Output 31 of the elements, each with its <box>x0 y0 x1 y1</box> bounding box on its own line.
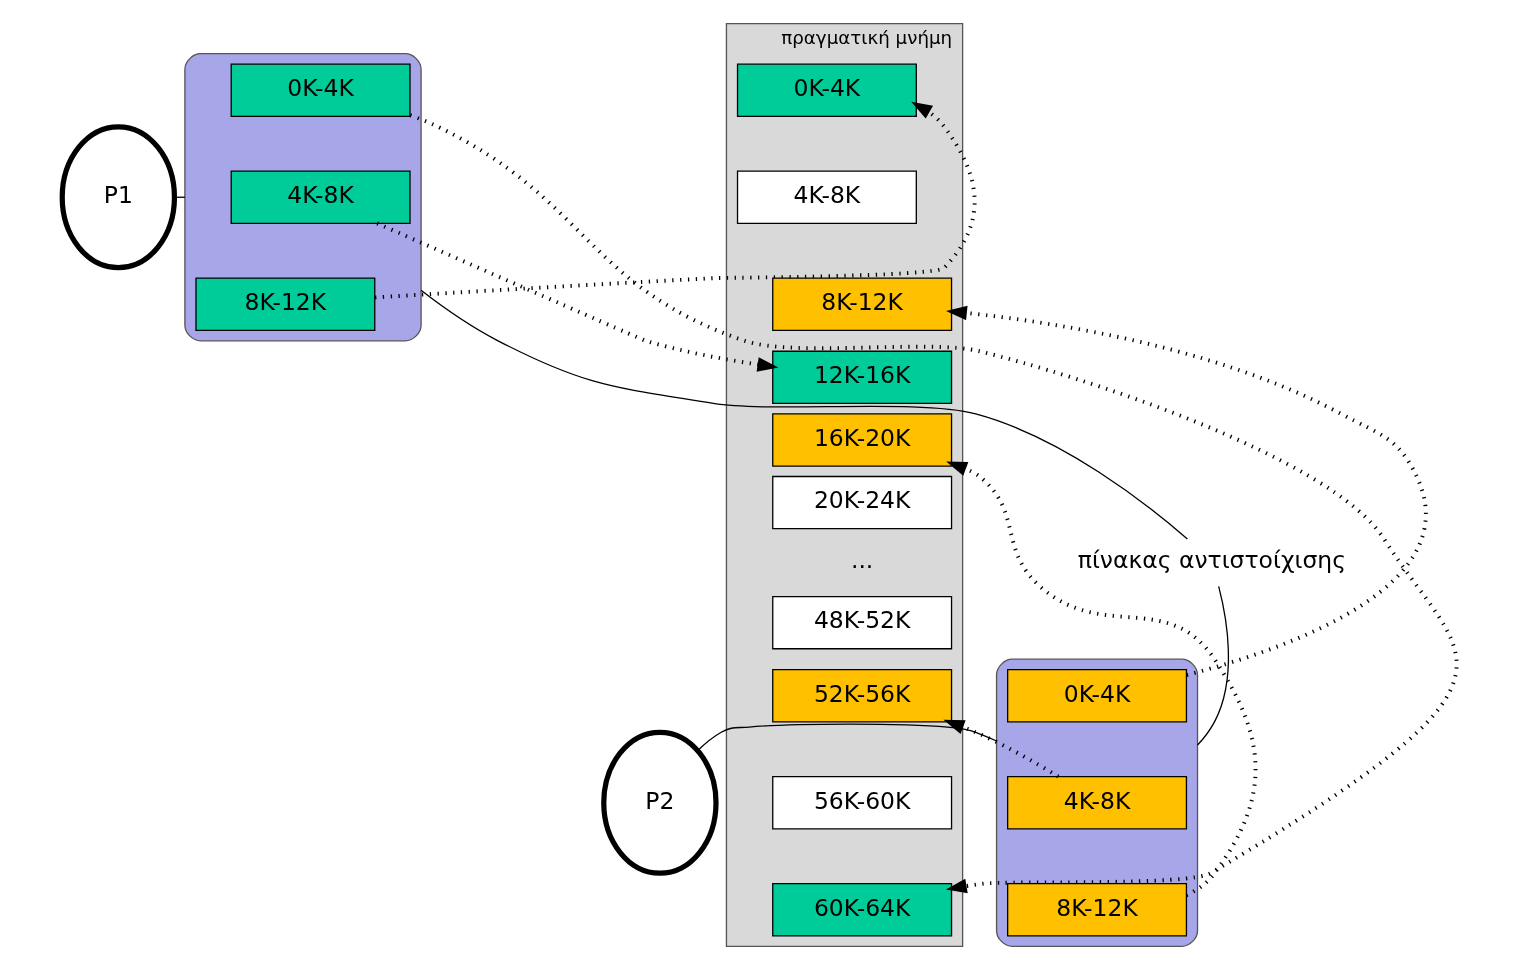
node-box: 0K-4K <box>1006 669 1187 723</box>
label: ... <box>850 546 873 575</box>
node-box: 4K-8K <box>230 170 411 224</box>
cluster <box>183 53 422 342</box>
cluster <box>995 658 1198 947</box>
connector <box>1196 585 1229 746</box>
node-box: 20K-24K <box>771 475 952 530</box>
node-box: 12K-16K <box>771 350 952 405</box>
connector <box>696 723 997 752</box>
arrow <box>945 305 1427 677</box>
node-box: 4K-8K <box>1006 776 1187 830</box>
arrow <box>409 113 1458 894</box>
arrow <box>375 221 778 372</box>
arrow <box>945 461 1257 898</box>
node-text: πίνακας αντιστοίχισης <box>1077 546 1346 575</box>
node-ellipse: P2 <box>600 729 719 876</box>
node-ellipse: P1 <box>59 124 177 271</box>
arrow <box>943 719 1059 779</box>
node-box: 60K-64K <box>771 883 952 937</box>
node-box: 56K-60K <box>771 776 952 830</box>
connector <box>419 289 1188 540</box>
arrow <box>374 101 977 300</box>
node-box: 8K-12K <box>194 277 375 331</box>
node-box: 48K-52K <box>771 595 952 650</box>
node-box: 8K-12K <box>1006 883 1187 937</box>
node-box: 52K-56K <box>771 669 952 723</box>
node-box: 8K-12K <box>771 277 952 331</box>
node-box: 16K-20K <box>771 413 952 467</box>
node-box: 0K-4K <box>736 63 917 117</box>
node-box: 0K-4K <box>230 63 411 117</box>
node-box: 4K-8K <box>736 170 917 224</box>
